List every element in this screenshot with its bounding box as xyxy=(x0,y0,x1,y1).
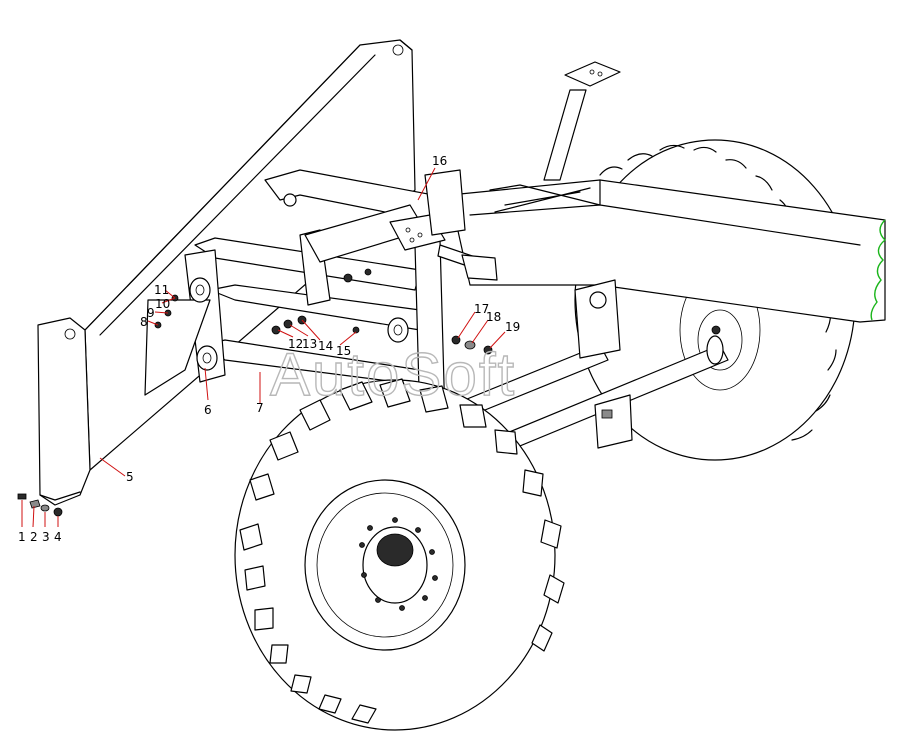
cut-edge xyxy=(870,219,887,321)
main-frame-beam xyxy=(449,179,887,323)
hydraulic-cylinder xyxy=(304,169,498,281)
callout-18: 18 xyxy=(486,310,501,324)
callout-9: 9 xyxy=(147,306,155,320)
callout-2: 2 xyxy=(30,530,38,544)
callout-10: 10 xyxy=(155,297,170,311)
callout-13: 13 xyxy=(302,337,317,351)
callout-3: 3 xyxy=(42,530,50,544)
callout-19: 19 xyxy=(505,320,520,334)
callout-15: 15 xyxy=(336,344,351,358)
callout-7: 7 xyxy=(256,401,264,415)
callout-8: 8 xyxy=(140,315,148,329)
callout-16: 16 xyxy=(432,154,447,168)
callout-labels: 1 2 3 4 5 6 7 8 9 10 11 12 13 14 15 16 1… xyxy=(18,154,520,544)
callout-1: 1 xyxy=(18,530,26,544)
callout-6: 6 xyxy=(204,403,212,417)
leader-lines xyxy=(21,167,506,528)
watermark-text: AutoSoft xyxy=(270,341,516,408)
front-wheel xyxy=(234,378,565,731)
callout-14: 14 xyxy=(318,339,333,353)
support-strut xyxy=(543,61,621,181)
callout-11: 11 xyxy=(154,283,169,297)
callout-17: 17 xyxy=(474,302,489,316)
callout-5: 5 xyxy=(126,470,134,484)
callout-4: 4 xyxy=(54,530,62,544)
callout-12: 12 xyxy=(288,337,303,351)
hardware-parts xyxy=(17,268,493,517)
